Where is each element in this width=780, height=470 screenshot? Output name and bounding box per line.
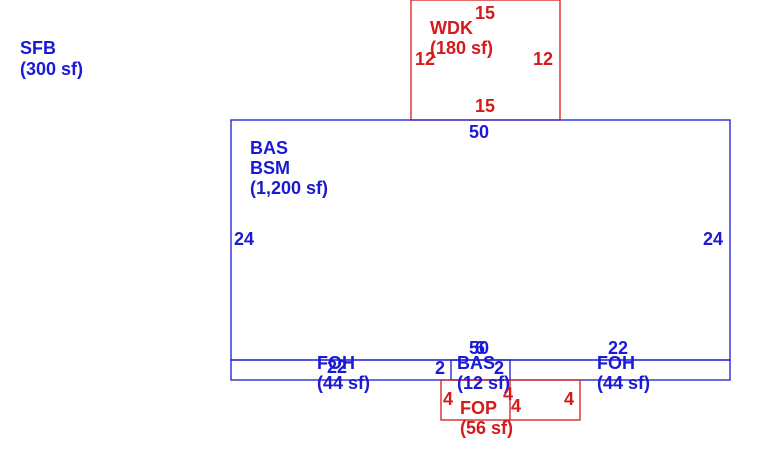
wdk-code: WDK (430, 18, 473, 38)
wdk-area: (180 sf) (430, 38, 493, 58)
fop-dim-mid: 4 (511, 396, 521, 416)
main-dim-top: 50 (469, 122, 489, 142)
foh-right-dim: 22 (608, 338, 628, 358)
bas-small-area: (12 sf) (457, 373, 510, 393)
fop-dim-right: 4 (564, 389, 574, 409)
main-dim-right: 24 (703, 229, 723, 249)
foh-left-area: (44 sf) (317, 373, 370, 393)
main-dim-left: 24 (234, 229, 254, 249)
main-dim-bottom: 50 (469, 338, 489, 358)
foh-right-area: (44 sf) (597, 373, 650, 393)
foh-right-code: FOH (597, 353, 635, 373)
wdk-dim-left: 12 (415, 49, 435, 69)
foh-left-code: FOH (317, 353, 355, 373)
bas-small-dim-left: 2 (435, 358, 445, 378)
bas-small-dim-right: 2 (494, 358, 504, 378)
main-code-1: BAS (250, 138, 288, 158)
bas-small-dim-top: 6 (475, 338, 485, 358)
foh-left-dim: 22 (327, 357, 347, 377)
fop-area: (56 sf) (460, 418, 513, 438)
wdk-dim-top: 15 (475, 3, 495, 23)
bas-small-code: BAS (457, 353, 495, 373)
main-code-2: BSM (250, 158, 290, 178)
wdk-dim-bottom: 15 (475, 96, 495, 116)
main-outline (230, 119, 731, 361)
fop-code: FOP (460, 398, 497, 418)
wdk-dim-right: 12 (533, 49, 553, 69)
sfb-code: SFB (20, 38, 56, 58)
sfb-area: (300 sf) (20, 59, 83, 79)
fop-dim-inner-left: 4 (503, 384, 513, 404)
fop-dim-left: 4 (443, 389, 453, 409)
main-area: (1,200 sf) (250, 178, 328, 198)
